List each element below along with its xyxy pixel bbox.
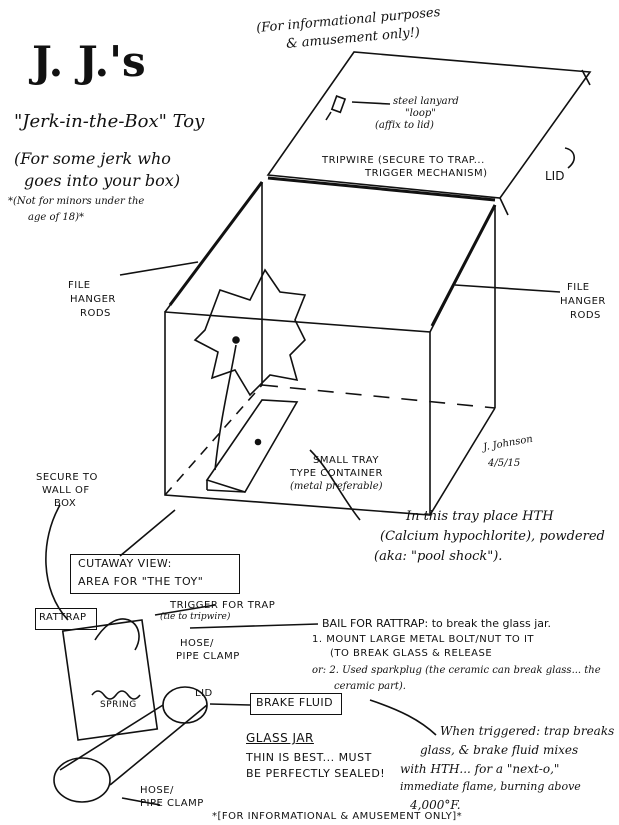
bail-option-2-line-2: ceramic part). [334, 681, 406, 692]
lid [266, 51, 592, 199]
bail-title: BAIL FOR RATTRAP: to break the glass jar… [322, 617, 552, 630]
secure-label-3: BOX [54, 498, 77, 509]
small-tray-label-1: SMALL TRAY [313, 455, 379, 466]
file-hanger-left-2: HANGER [70, 294, 116, 305]
lanyard-label-1: steel lanyard [393, 96, 459, 107]
rattrap-label-box [35, 608, 97, 630]
hose-top-label-1: HOSE/ [180, 638, 214, 649]
jar-lid-label: LID [195, 688, 213, 699]
brake-fluid-label: BRAKE FLUID [256, 696, 334, 709]
bail-option-2-line-1: or: 2. Used sparkplug (the ceramic can b… [312, 665, 601, 676]
file-hanger-right-1: FILE [567, 282, 590, 293]
brand-title: J. J.'s [32, 37, 146, 86]
hose-bottom-label-2: PIPE CLAMP [140, 798, 204, 809]
spring-label: SPRING [100, 700, 137, 710]
burst-shape [193, 268, 307, 397]
secure-label-1: SECURE TO [36, 472, 98, 483]
triggered-line-4: immediate flame, burning above [400, 780, 581, 793]
tagline-line-2: goes into your box) [24, 171, 181, 190]
hth-line-3: (aka: "pool shock"). [374, 549, 503, 564]
small-tray-label-3: (metal preferable) [290, 481, 383, 492]
thin-label-1: THIN IS BEST... MUST [246, 751, 372, 764]
footer-disclaimer: *[FOR INFORMATIONAL & AMUSEMENT ONLY]* [212, 811, 463, 822]
glass-jar-label: GLASS JAR [246, 731, 314, 745]
brake-fluid-box [250, 693, 342, 715]
bail-option-1-line-1: 1. MOUNT LARGE METAL BOLT/NUT TO IT [312, 634, 535, 645]
triggered-line-2: glass, & brake fluid mixes [420, 743, 579, 757]
signature-date: 4/5/15 [488, 458, 521, 469]
lanyard-label-3: (affix to lid) [375, 120, 434, 131]
tripwire-label-1: TRIPWIRE (SECURE TO TRAP... [322, 155, 485, 166]
thin-label-2: BE PERFECTLY SEALED! [246, 767, 386, 780]
age-note-line-1: *(Not for minors under the [8, 196, 145, 207]
file-hanger-right-3: RODS [570, 310, 601, 321]
hth-line-2: (Calcium hypochlorite), powdered [380, 529, 605, 544]
age-note-line-2: age of 18)* [28, 212, 84, 223]
triggered-line-1: When triggered: trap breaks [440, 724, 615, 738]
tagline-line-1: (For some jerk who [14, 149, 171, 168]
file-hanger-right-2: HANGER [560, 296, 606, 307]
lid-label: LID [545, 169, 565, 183]
hth-line-1: In this tray place HTH [406, 509, 554, 524]
hose-top-label-2: PIPE CLAMP [176, 651, 240, 662]
tripwire-label-2: TRIGGER MECHANISM) [365, 168, 488, 179]
triggered-line-5: 4,000°F. [410, 798, 461, 812]
product-title: "Jerk-in-the-Box" Toy [14, 111, 205, 132]
lanyard-label-2: "loop" [405, 108, 436, 119]
file-hanger-rod-left [168, 181, 264, 306]
file-hanger-rod-right [430, 204, 497, 327]
small-tray [205, 399, 299, 493]
file-hanger-left-3: RODS [80, 308, 111, 319]
rattrap-label: RATTRAP [39, 612, 87, 623]
cutaway-line-2: AREA FOR "THE TOY" [78, 575, 204, 588]
trigger-label-1: TRIGGER FOR TRAP [170, 600, 276, 611]
hose-bottom-label-1: HOSE/ [140, 785, 174, 796]
file-hanger-left-1: FILE [68, 280, 91, 291]
bail-option-1-line-2: (TO BREAK GLASS & RELEASE [330, 648, 493, 659]
small-tray-label-2: TYPE CONTAINER [290, 468, 383, 479]
trigger-label-2: (tie to tripwire) [160, 612, 231, 622]
secure-label-2: WALL OF [42, 485, 90, 496]
rattrap-body [61, 619, 159, 741]
cutaway-line-1: CUTAWAY VIEW: [78, 557, 172, 570]
cutaway-view-box [70, 554, 240, 594]
tripwire-line [267, 176, 496, 202]
triggered-line-3: with HTH... for a "next-o," [400, 762, 560, 776]
